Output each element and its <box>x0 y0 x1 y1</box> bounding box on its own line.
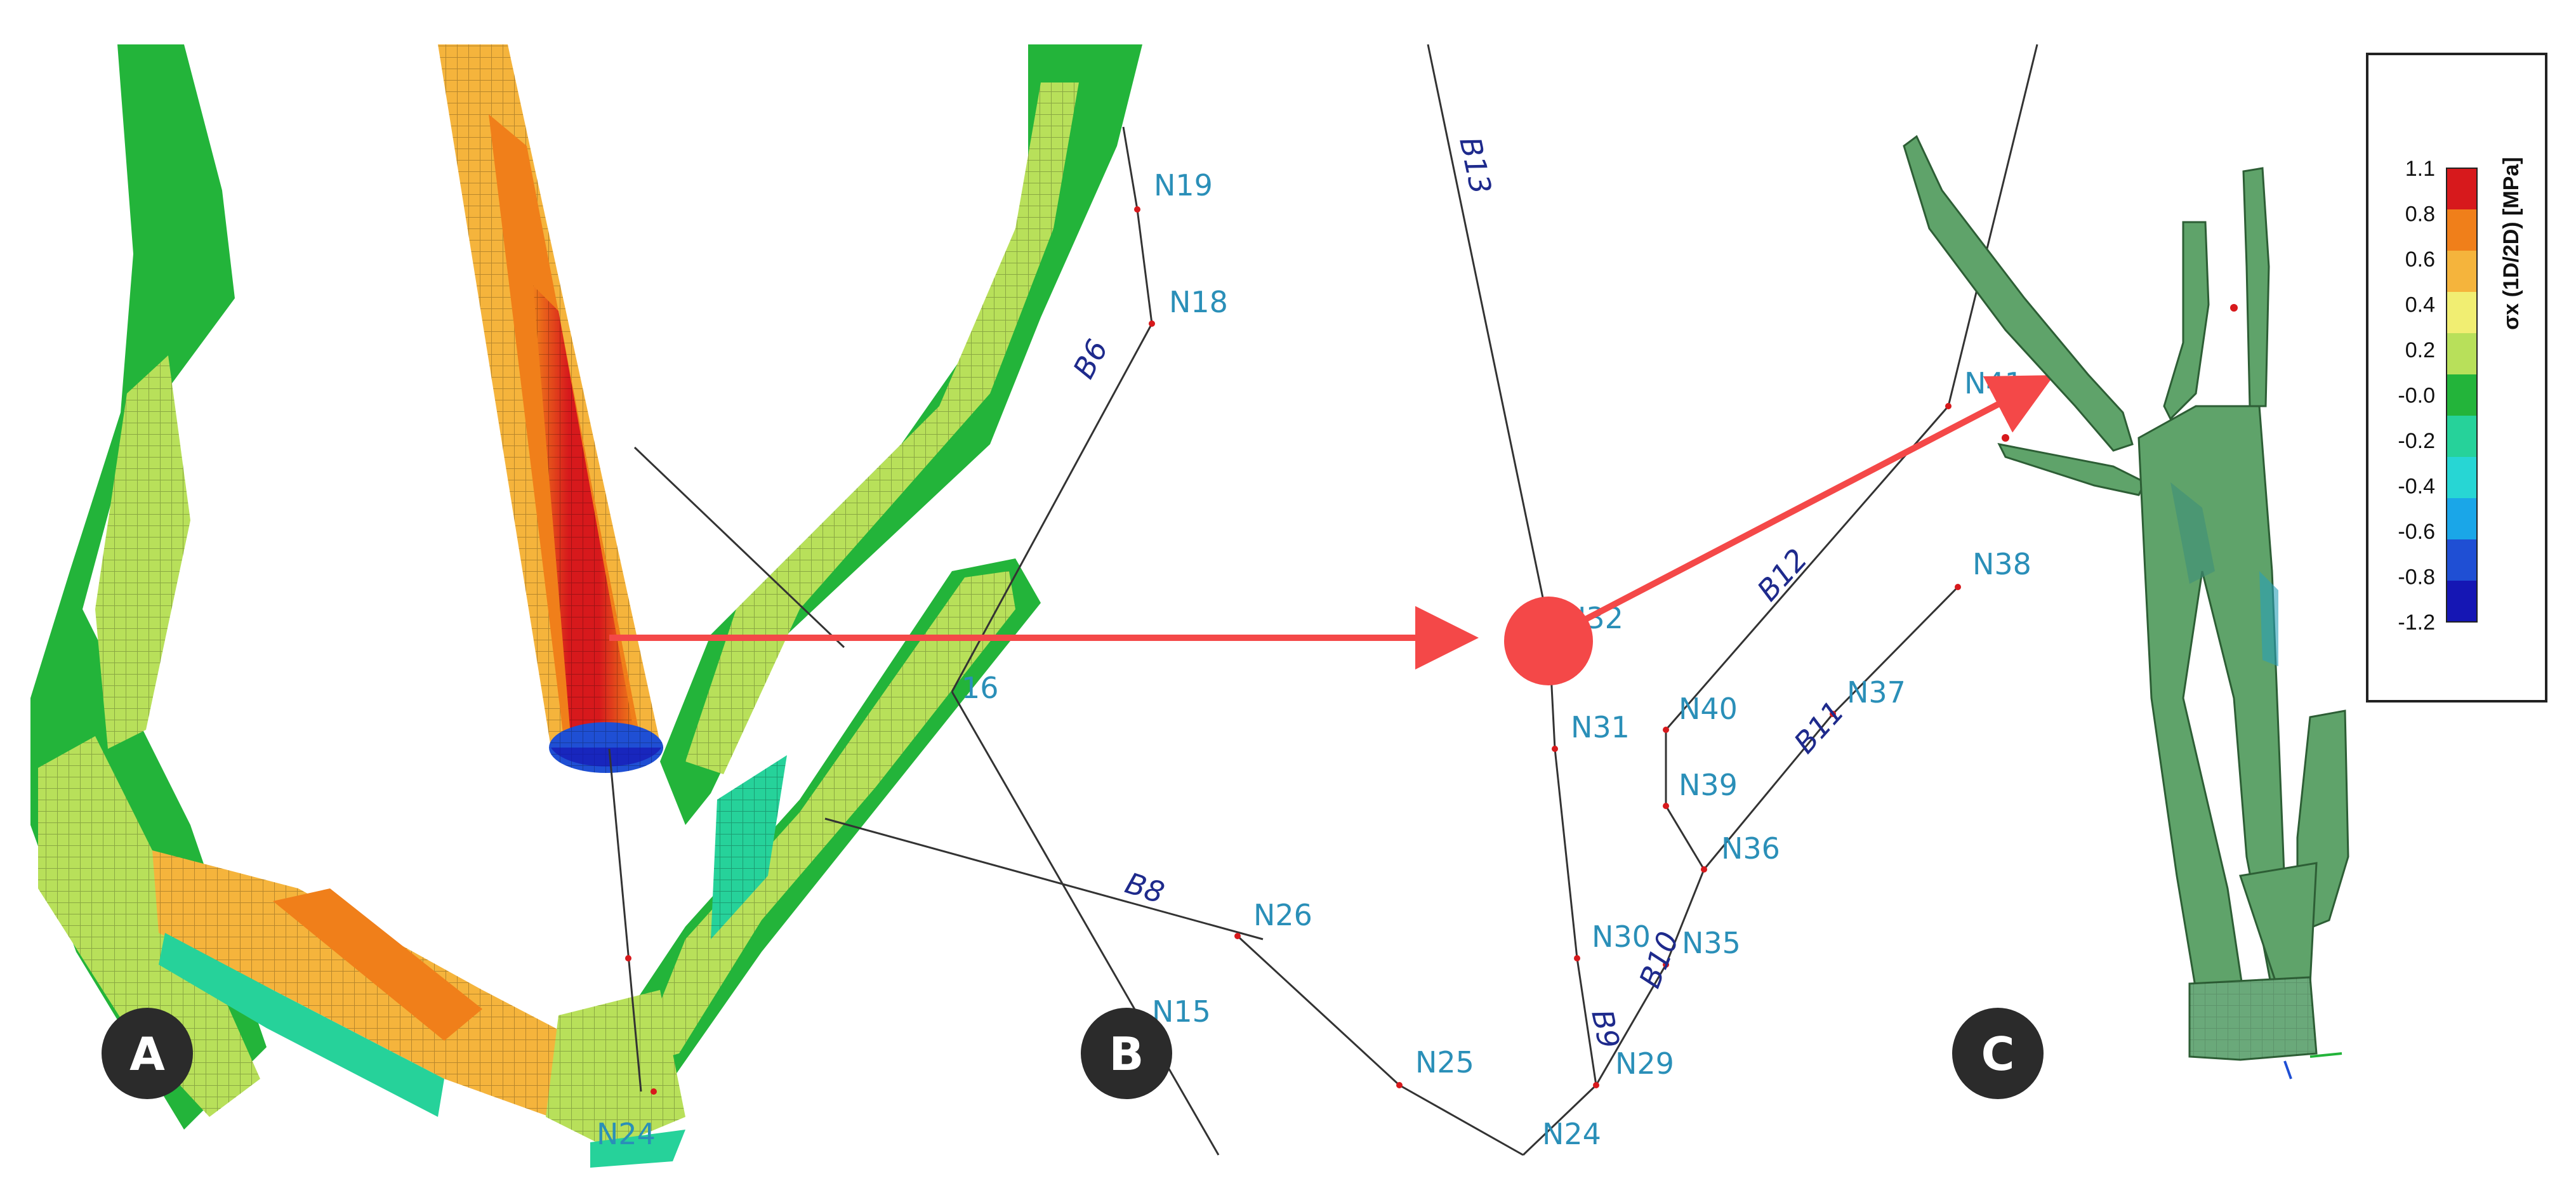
legend-swatch <box>2447 498 2477 540</box>
panel-b-wireframe <box>951 44 2038 1156</box>
legend-tick-label: -0.0 <box>2398 384 2435 408</box>
legend-tick-labels: 1.1 0.8 0.6 0.4 0.2 -0.0 -0.2 -0.4 -0.6 -0.8 -1.2 <box>2398 157 2435 635</box>
panel-a-node-n24-label: N24 <box>597 1117 656 1151</box>
legend-swatch <box>2447 416 2477 458</box>
node-n40: N40 <box>1679 692 1738 726</box>
legend-swatch <box>2447 457 2477 499</box>
arrow-b-to-c <box>1585 375 2054 622</box>
legend-tick-label: 0.8 <box>2405 202 2435 227</box>
legend-tick-label: 0.6 <box>2405 247 2435 272</box>
badge-a: A <box>102 1008 193 1099</box>
beam-b9: B9 <box>1585 1006 1626 1052</box>
legend-tick-label: -1.2 <box>2398 610 2435 635</box>
panel-a-node-16-label: 16 <box>961 671 999 705</box>
node-n37: N37 <box>1847 675 1906 709</box>
node-n39: N39 <box>1679 768 1738 802</box>
legend-swatch <box>2447 581 2477 623</box>
node-labels: N19 N18 N26 N15 N25 N24 N32 N31 N30 N29 … <box>1152 168 2031 1151</box>
stress-legend: 1.10.80.60.40.2-0.0-0.2-0.4-0.6-0.8-1.2 … <box>2366 53 2547 703</box>
badge-c-label: C <box>1981 1027 2015 1081</box>
legend-swatch <box>2447 251 2477 293</box>
node-n26: N26 <box>1253 898 1312 932</box>
node-n25: N25 <box>1415 1045 1474 1079</box>
badge-b-label: B <box>1109 1027 1144 1081</box>
node-n36: N36 <box>1721 831 1780 866</box>
beam-b6: B6 <box>1066 334 1114 384</box>
panel-c-tree-model <box>1903 135 2349 1079</box>
legend-swatch <box>2447 168 2477 210</box>
badge-a-label: A <box>129 1027 165 1081</box>
node-n18: N18 <box>1169 285 1228 319</box>
badge-b: B <box>1081 1008 1172 1099</box>
legend-tick-label: 0.4 <box>2405 293 2435 317</box>
beam-b8: B8 <box>1121 866 1169 910</box>
legend-swatch <box>2447 374 2477 416</box>
node-n19: N19 <box>1154 168 1213 202</box>
legend-tick-label: -0.2 <box>2398 429 2435 453</box>
node-n38: N38 <box>1972 547 2031 581</box>
node-markers <box>625 206 1961 1095</box>
legend-swatch <box>2447 209 2477 251</box>
beam-labels: B6 B8 B13 B12 B11 B10 B9 <box>1066 134 1851 1052</box>
panel-a-shell-model: 16 N24 <box>30 44 1264 1168</box>
node-n30: N30 <box>1592 920 1651 954</box>
legend-swatch <box>2447 292 2477 334</box>
beam-b12: B12 <box>1750 542 1814 607</box>
legend-title: σx (1D/2D) [MPa] <box>2499 157 2523 330</box>
node-n29: N29 <box>1615 1046 1674 1081</box>
highlight-annotations <box>609 375 2054 685</box>
beam-b13: B13 <box>1453 134 1498 197</box>
legend-color-bar <box>2446 168 2478 623</box>
legend-tick-label: 1.1 <box>2405 157 2435 181</box>
node-n31: N31 <box>1571 710 1630 744</box>
node-n15: N15 <box>1152 994 1211 1029</box>
legend-tick-label: 0.2 <box>2405 338 2435 362</box>
legend-bar-outline <box>2446 168 2478 623</box>
node-n35: N35 <box>1682 926 1741 960</box>
legend-tick-label: -0.6 <box>2398 520 2435 544</box>
highlight-circle <box>1504 597 1593 685</box>
legend-swatch <box>2447 333 2477 375</box>
badge-c: C <box>1952 1008 2044 1099</box>
legend-tick-label: -0.8 <box>2398 565 2435 590</box>
legend-tick-label: -0.4 <box>2398 475 2435 499</box>
legend-swatch <box>2447 539 2477 581</box>
node-n24: N24 <box>1542 1117 1601 1151</box>
